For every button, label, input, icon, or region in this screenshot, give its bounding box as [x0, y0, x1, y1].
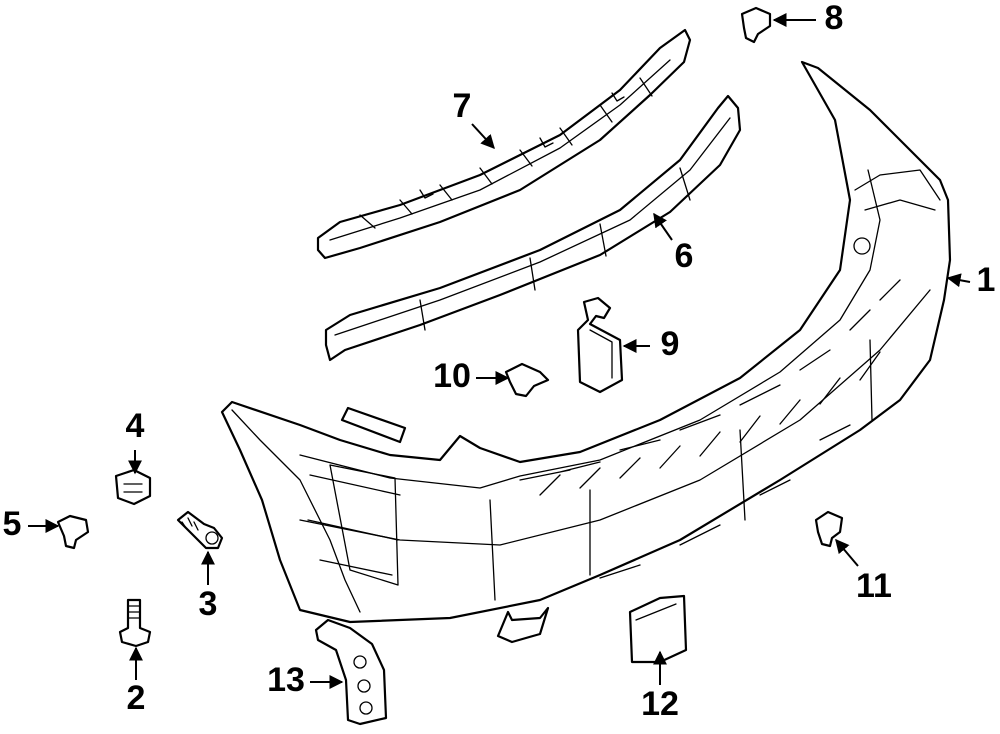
part-6-reinforcement [324, 94, 742, 362]
callout-1: 1 [977, 261, 996, 299]
part-11-clip [814, 510, 844, 548]
callout-10: 10 [433, 357, 471, 395]
callout-5: 5 [3, 505, 22, 543]
callout-labels: 1 2 3 4 5 6 7 8 9 10 11 12 13 [3, 0, 996, 723]
part-5-clip [56, 514, 90, 550]
callout-11: 11 [856, 567, 892, 605]
part-12-cover-cap [628, 594, 688, 664]
part-3-screw [176, 510, 224, 550]
leader-6 [653, 212, 673, 241]
part-9-bracket [576, 296, 624, 394]
part-7-energy-absorber [316, 28, 692, 260]
part-10-clip [504, 362, 550, 398]
part-1-bumper-cover [220, 60, 952, 644]
part-4-clip-nut [114, 468, 152, 506]
part-8-fastener [740, 6, 772, 44]
callout-12: 12 [641, 685, 679, 723]
callout-9: 9 [661, 325, 680, 363]
leader-7 [471, 123, 495, 150]
part-13-bracket [314, 618, 388, 726]
callout-2: 2 [127, 679, 146, 717]
callout-6: 6 [675, 237, 694, 275]
callout-7: 7 [453, 87, 472, 125]
callout-13: 13 [267, 661, 305, 699]
callout-8: 8 [825, 0, 844, 37]
part-2-bolt [118, 598, 152, 648]
leader-1 [946, 273, 971, 288]
callout-3: 3 [199, 585, 218, 623]
callout-4: 4 [126, 407, 145, 445]
leader-lines [28, 13, 971, 689]
leader-11 [835, 538, 859, 567]
